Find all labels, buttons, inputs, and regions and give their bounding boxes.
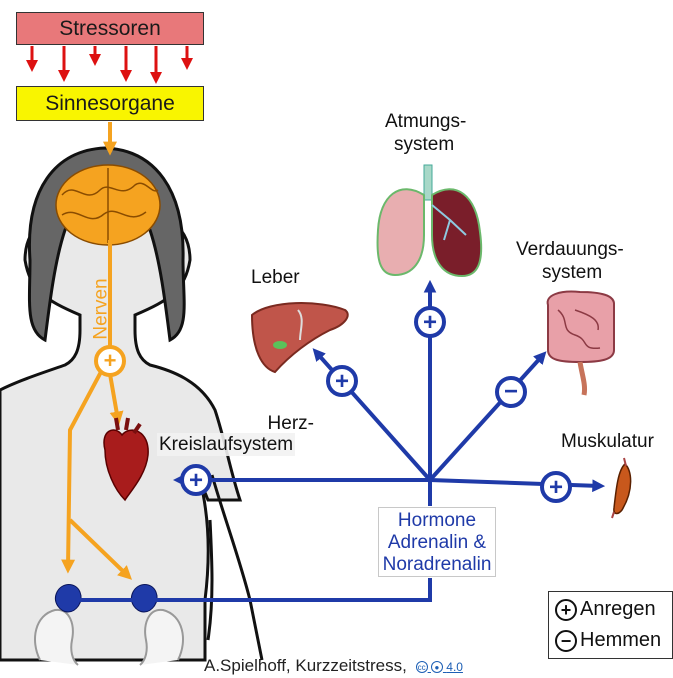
muscle-icon <box>612 458 631 518</box>
heart-label-2: Kreislaufsystem <box>157 433 295 456</box>
nerves-label: Nerven <box>91 278 113 339</box>
minus-icon: − <box>555 630 577 652</box>
hormone-box: Hormone Adrenalin & Noradrenalin <box>378 507 496 577</box>
plus-icon: + <box>555 599 577 621</box>
license-version: 4.0 <box>446 660 463 674</box>
heart-label-1: Herz- <box>204 412 314 435</box>
intestine-icon <box>548 292 614 395</box>
plus-sign: + <box>335 368 349 395</box>
brain-icon <box>56 165 160 245</box>
svg-text:+: + <box>104 348 117 373</box>
legend-plus-label: Anregen <box>580 598 656 621</box>
cc-icon: cc <box>416 661 428 673</box>
stressors-box: Stressoren <box>16 12 204 45</box>
hormone-label-2: Adrenalin & <box>379 532 495 554</box>
legend: + Anregen − Hemmen <box>548 591 673 659</box>
credit-line: A.Spielhoff, Kurzzeitstress, cc ● 4.0 <box>204 656 463 676</box>
minus-sign: − <box>504 378 518 405</box>
respiratory-label-1: Atmungs- <box>385 110 466 133</box>
plus-sign: + <box>189 467 203 494</box>
legend-minus: − Hemmen <box>555 629 661 652</box>
muscle-label: Muskulatur <box>561 430 654 453</box>
liver-label: Leber <box>251 266 300 289</box>
nerve-plus-node: + <box>96 347 124 375</box>
plus-sign: + <box>423 309 437 336</box>
stressor-arrows <box>32 46 187 78</box>
plus-sign: + <box>549 474 563 501</box>
legend-minus-label: Hemmen <box>580 629 661 652</box>
digestive-label-2: system <box>542 261 602 284</box>
legend-plus: + Anregen <box>555 598 656 621</box>
hormone-label-3: Noradrenalin <box>379 554 495 576</box>
senses-box: Sinnesorgane <box>16 86 204 121</box>
license-link[interactable]: cc ● 4.0 <box>416 660 463 674</box>
respiratory-label-2: system <box>394 133 454 156</box>
lungs-icon <box>378 165 482 276</box>
hormone-label-1: Hormone <box>379 510 495 532</box>
by-icon: ● <box>431 661 443 673</box>
credit-text: A.Spielhoff, Kurzzeitstress, <box>204 656 407 675</box>
liver-icon <box>252 303 348 372</box>
digestive-label-1: Verdauungs- <box>516 238 624 261</box>
